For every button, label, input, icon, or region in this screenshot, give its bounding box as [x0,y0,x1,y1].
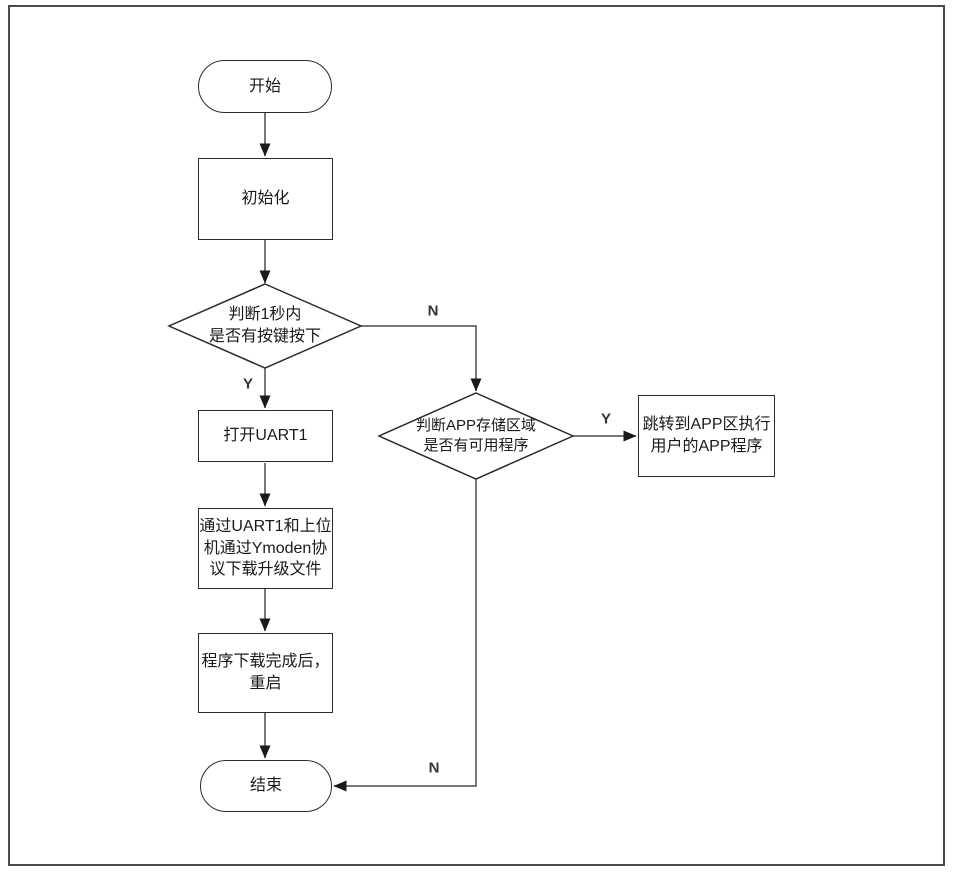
node-jump-to-app: 跳转到APP区执行 用户的APP程序 [638,395,775,477]
page-frame [8,5,945,866]
edge-label-keypress-yes: Y [240,375,256,393]
edge-label-keypress-no: N [425,302,441,320]
node-reboot: 程序下载完成后， 重启 [198,633,333,713]
node-download-firmware: 通过UART1和上位 机通过Ymoden协 议下载升级文件 [198,508,333,589]
edge-keypress-no-to-app-decision [361,325,482,392]
decision-keypress-shape [167,283,363,369]
node-decision-app-valid: 判断APP存储区域 是否有可用程序 [415,416,536,454]
node-init: 初始化 [198,158,333,240]
node-start: 开始 [198,60,332,113]
node-open-uart1: 打开UART1 [198,410,333,462]
node-decision-keypress: 判断1秒内 是否有按键按下 [208,306,321,345]
edge-label-app-yes: Y [598,410,614,428]
node-end: 结束 [200,760,332,812]
edge-app-no-to-end [333,479,477,792]
decision-app-valid-shape [377,392,575,480]
edge-label-app-no: N [426,759,442,777]
